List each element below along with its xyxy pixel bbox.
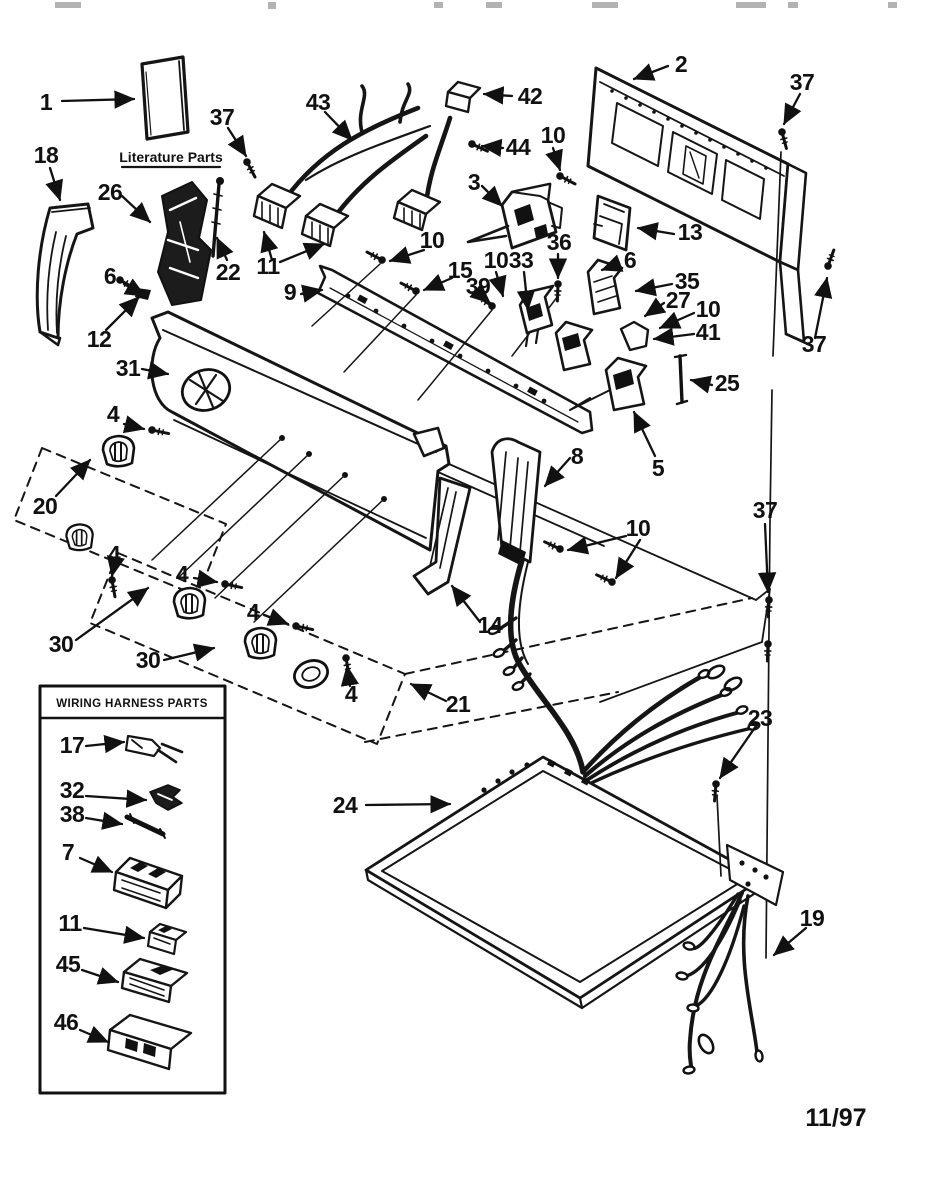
- callout-14: 14: [478, 612, 503, 638]
- callout-21: 21: [446, 691, 471, 717]
- literature-parts-label: Literature Parts: [119, 149, 223, 165]
- callout-35: 35: [675, 268, 700, 294]
- callout-26: 26: [98, 179, 123, 205]
- screw-37-alignment-line: [762, 151, 782, 959]
- connector-part7: [112, 856, 184, 910]
- callout-44: 44: [506, 134, 531, 160]
- callout-37-b: 37: [790, 69, 815, 95]
- callout-15: 15: [448, 257, 473, 283]
- callout-10-a: 10: [541, 122, 566, 148]
- callout-17-box: 17: [60, 732, 85, 758]
- callout-3: 3: [468, 169, 480, 195]
- callout-4-b: 4: [108, 541, 121, 567]
- literature-booklet-part1: [140, 55, 190, 141]
- screw-part10-harness-b: [593, 569, 619, 589]
- dashed-panel-part21: [89, 552, 753, 745]
- screw-part37-topleft: [240, 155, 260, 181]
- end-bracket-part14: [412, 426, 472, 596]
- callout-30-a: 30: [49, 631, 74, 657]
- callout-25: 25: [715, 370, 740, 396]
- callout-7-box: 7: [62, 839, 74, 865]
- clip-part32: [149, 784, 183, 811]
- callout-6-b: 6: [104, 263, 116, 289]
- callout-41: 41: [696, 319, 721, 345]
- callout-37-c: 37: [802, 331, 827, 357]
- end-cap-part8: [490, 437, 542, 566]
- callout-4-c: 4: [176, 561, 189, 587]
- callout-11: 11: [256, 253, 280, 279]
- timer-part3: [466, 182, 563, 250]
- console-part31: [150, 310, 771, 703]
- callout-20: 20: [33, 493, 58, 519]
- top-panel-part24: [364, 755, 785, 1010]
- callout-18: 18: [34, 142, 59, 168]
- callout-12: 12: [87, 326, 112, 352]
- callout-19: 19: [800, 905, 825, 931]
- screw-part10-harness-a: [541, 536, 567, 556]
- date-code: 11/97: [805, 1104, 866, 1132]
- end-cap-part18: [35, 202, 95, 347]
- callout-10-b: 10: [420, 227, 445, 253]
- callout-30-b: 30: [136, 647, 161, 673]
- callout-1: 1: [40, 89, 53, 115]
- wire-harness-part19: [674, 891, 765, 1076]
- callout-8: 8: [571, 443, 584, 469]
- callout-4-e: 4: [345, 681, 358, 707]
- callout-13: 13: [678, 219, 703, 245]
- screw-part37-midright: [821, 247, 839, 273]
- rear-bracket-part9: [316, 264, 594, 435]
- callout-42: 42: [518, 83, 543, 109]
- callout-23: 23: [748, 705, 773, 731]
- callout-6-a: 6: [624, 247, 636, 273]
- callout-32-box: 32: [60, 777, 85, 803]
- leader-lines: [45, 63, 833, 1044]
- pin-part38: [124, 813, 166, 839]
- callout-11-box: 11: [58, 910, 82, 936]
- callout-9: 9: [284, 279, 296, 305]
- callout-37-d: 37: [753, 497, 778, 523]
- callout-36: 36: [547, 229, 572, 255]
- knobs-part4-part30: [65, 423, 355, 689]
- callout-10-e: 10: [626, 515, 651, 541]
- screw-part23: [709, 778, 722, 877]
- dashed-panel-part20: [13, 447, 227, 597]
- bracket-part26: [157, 181, 212, 306]
- wiring-box-title: WIRING HARNESS PARTS: [56, 698, 208, 710]
- callout-43: 43: [306, 89, 331, 115]
- callout-10-d: 10: [696, 296, 721, 322]
- connector-part11-box: [146, 922, 188, 956]
- callout-45-box: 45: [56, 951, 81, 977]
- callout-labels: 1 18 26 37 22 43 42 44 2 37 10 3 36 13 6…: [33, 51, 827, 1035]
- callout-27: 27: [666, 287, 691, 313]
- wiring-harness-parts-box: WIRING HARNESS PARTS: [38, 684, 227, 1095]
- callout-2: 2: [675, 51, 687, 77]
- connector-part45: [120, 957, 189, 1004]
- callout-5: 5: [652, 455, 665, 481]
- screw-part22: [211, 177, 224, 258]
- callout-38-box: 38: [60, 801, 85, 827]
- callout-4-a: 4: [107, 401, 120, 427]
- scan-artifacts: [55, 2, 897, 9]
- callout-37-a: 37: [210, 104, 235, 130]
- callout-33: 33: [509, 247, 534, 273]
- callout-31: 31: [116, 355, 141, 381]
- callout-10-c: 10: [484, 247, 509, 273]
- screw-part10-timer: [553, 169, 579, 189]
- connector-part46: [106, 1013, 193, 1071]
- callout-22: 22: [216, 259, 241, 285]
- terminal-part17: [124, 734, 184, 764]
- callout-24: 24: [333, 792, 358, 818]
- center-wire-harness: [486, 557, 762, 786]
- switch-cluster: [311, 247, 689, 412]
- callout-46-box: 46: [54, 1009, 79, 1035]
- plate-part13: [592, 194, 632, 252]
- wire-harness-part43: [252, 80, 482, 248]
- screw-part37-topright: [775, 125, 792, 151]
- callout-39: 39: [466, 273, 491, 299]
- rear-panel-part2: [586, 66, 814, 348]
- callout-4-d: 4: [247, 599, 260, 625]
